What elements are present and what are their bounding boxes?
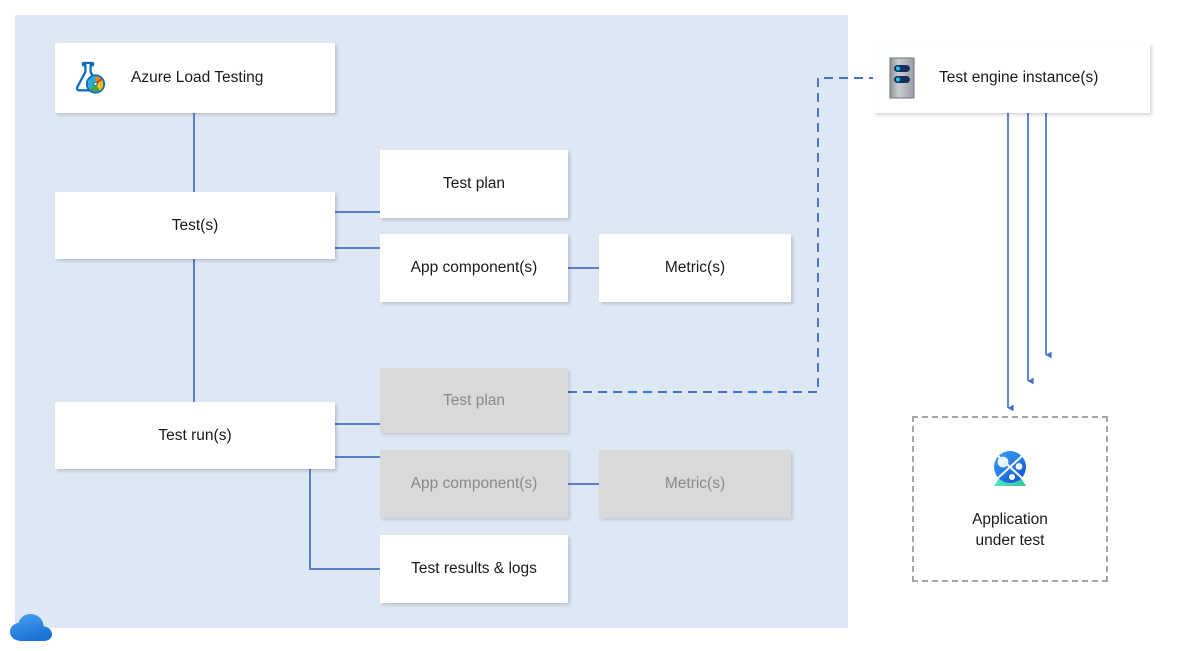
node-label: Azure Load Testing <box>131 69 264 86</box>
node-label: App component(s) <box>410 475 538 492</box>
node-tests[interactable]: Test(s) <box>55 192 335 259</box>
node-metrics-snapshot[interactable]: Metric(s) <box>599 450 791 518</box>
node-label: Test run(s) <box>158 426 232 444</box>
flask-gauge-icon <box>69 58 109 98</box>
node-metrics[interactable]: Metric(s) <box>599 234 791 302</box>
application-under-test-label: Application under test <box>914 510 1106 552</box>
globe-network-icon <box>982 442 1038 498</box>
aut-label-line1: Application <box>972 511 1048 528</box>
application-under-test-boundary: Application under test <box>912 416 1108 582</box>
node-app-components-snapshot[interactable]: App component(s) <box>380 450 568 518</box>
aut-label-line2: under test <box>975 531 1045 549</box>
node-test-plan-snapshot[interactable]: Test plan <box>380 368 568 433</box>
node-test-runs[interactable]: Test run(s) <box>55 402 335 469</box>
node-test-results-logs[interactable]: Test results & logs <box>380 535 568 603</box>
server-rack-icon <box>887 56 917 100</box>
node-test-engine-instances[interactable]: Test engine instance(s) <box>873 43 1150 113</box>
node-label: App component(s) <box>410 259 538 276</box>
node-test-plan[interactable]: Test plan <box>380 150 568 218</box>
node-label: Metric(s) <box>664 475 726 492</box>
node-app-components[interactable]: App component(s) <box>380 234 568 302</box>
node-azure-load-testing[interactable]: Azure Load Testing <box>55 43 335 113</box>
node-label: Test plan <box>442 391 506 409</box>
node-label: Test(s) <box>171 216 219 234</box>
node-label: Test engine instance(s) <box>939 69 1099 86</box>
node-label: Test plan <box>442 175 506 192</box>
cloud-icon <box>8 612 56 644</box>
node-label: Metric(s) <box>664 259 726 276</box>
node-label: Test results & logs <box>411 560 537 577</box>
